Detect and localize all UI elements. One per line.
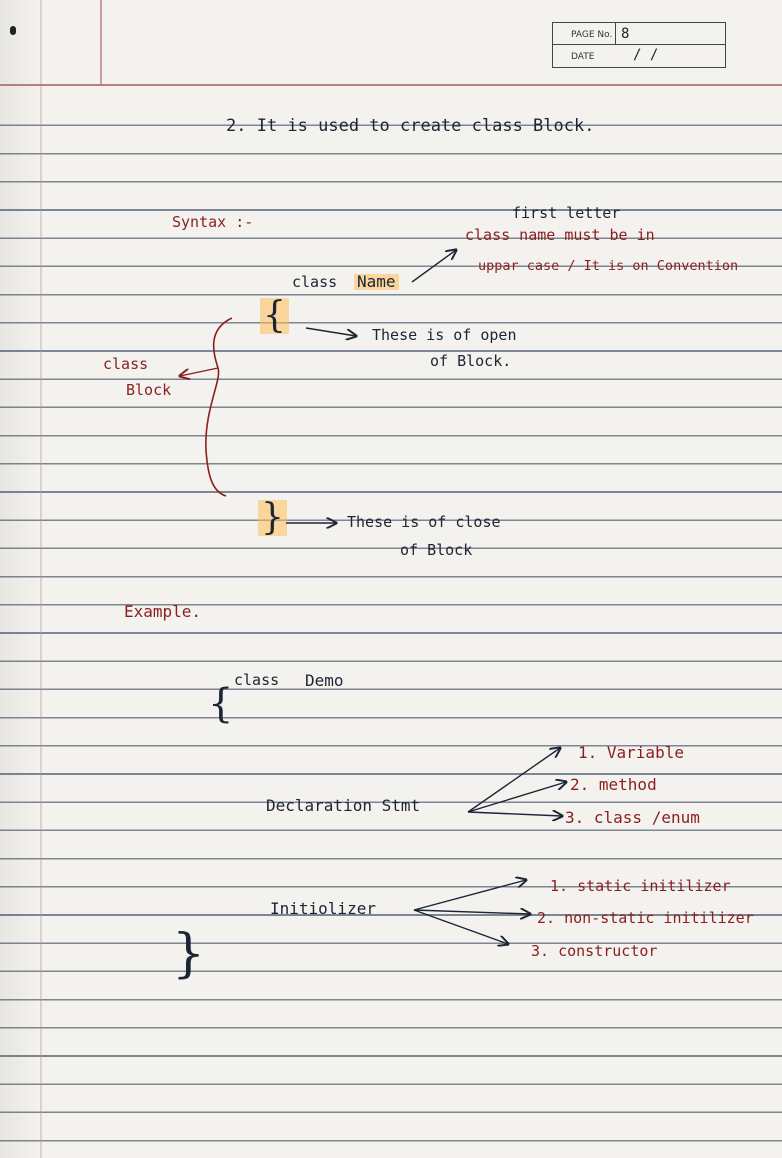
close-note-line1: These is of close <box>347 513 501 531</box>
header-divider <box>553 44 725 45</box>
decl-arrow-3 <box>467 812 562 816</box>
decl-item-class-enum: 3. class /enum <box>565 808 700 827</box>
date-label: DATE <box>571 52 595 62</box>
name-note-arrow <box>411 250 456 283</box>
class-block-label-2: Block <box>126 381 172 399</box>
initializer-label: Initiolizer <box>270 899 376 918</box>
init-arrow-2 <box>413 910 530 914</box>
syntax-name-keyword: Name <box>354 274 399 290</box>
example-label: Example. <box>124 602 202 621</box>
header-margin-line <box>100 0 102 84</box>
example-open-brace: { <box>208 681 234 727</box>
page-number-value: 8 <box>621 26 630 42</box>
decl-item-variable: 1. Variable <box>578 743 684 762</box>
init-arrow-1 <box>413 880 526 911</box>
page-number-label: PAGE No. <box>571 30 613 40</box>
example-close-brace: } <box>172 924 206 984</box>
syntax-label: Syntax :- <box>172 213 254 231</box>
class-block-arrow <box>180 367 219 376</box>
header-vertical-divider <box>615 23 616 45</box>
class-block-brace <box>205 317 233 497</box>
left-margin-line <box>40 0 42 1158</box>
example-class-keyword: class <box>234 671 280 689</box>
open-note-line1: These is of open <box>372 326 517 344</box>
decl-item-method: 2. method <box>570 775 657 794</box>
decl-arrow-2 <box>467 782 566 813</box>
punch-hole-mark <box>10 26 16 35</box>
init-item-constructor: 3. constructor <box>531 942 658 960</box>
note-class-name: class name must be in <box>465 226 655 244</box>
note-first-letter: first letter <box>512 204 621 222</box>
date-value: / / <box>633 47 659 63</box>
init-item-static: 1. static initilizer <box>550 877 731 895</box>
point-2-text: 2. It is used to create class Block. <box>226 116 595 136</box>
init-item-non-static: 2. non-static initilizer <box>537 909 754 927</box>
top-rule-line <box>0 84 782 86</box>
class-block-label-1: class <box>103 355 149 373</box>
open-brace: { <box>260 298 289 334</box>
declaration-label: Declaration Stmt <box>266 796 421 815</box>
page-date-box: PAGE No. 8 DATE / / <box>552 22 726 68</box>
decl-arrow-1 <box>467 748 560 813</box>
init-arrow-3 <box>413 909 508 944</box>
close-brace: } <box>258 500 287 536</box>
close-note-line2: of Block <box>400 541 473 559</box>
open-brace-arrow <box>305 327 356 336</box>
note-uppar-case: uppar case / It is on Convention <box>478 258 739 274</box>
example-demo-name: Demo <box>305 671 344 690</box>
open-note-line2: of Block. <box>430 352 512 370</box>
syntax-class-keyword: class <box>292 273 338 291</box>
